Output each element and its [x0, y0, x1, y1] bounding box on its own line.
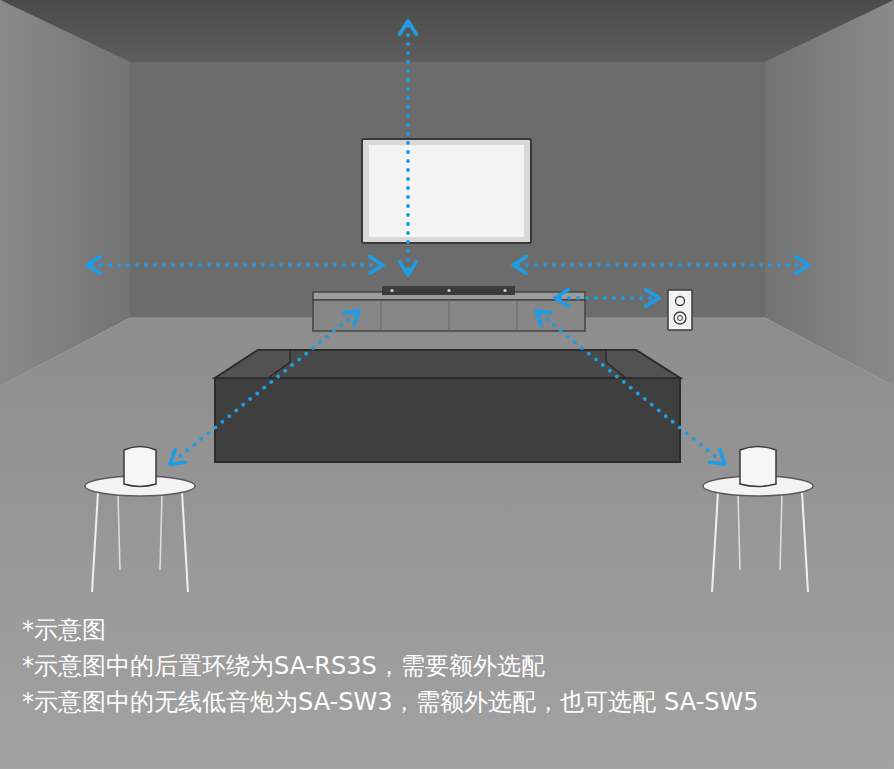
footnote: *示意图中的后置环绕为SA-RS3S，需要额外选配 — [22, 648, 872, 684]
left-rear-speaker — [85, 447, 195, 593]
sound-arrows — [92, 26, 804, 461]
tv-screen — [369, 145, 524, 237]
tv-frame — [362, 139, 531, 243]
ceiling — [0, 0, 894, 62]
notes: *示意图*示意图中的后置环绕为SA-RS3S，需要额外选配*示意图中的无线低音炮… — [22, 612, 872, 720]
right-rear-speaker — [703, 447, 813, 593]
sofa — [215, 350, 680, 462]
footnote: *示意图中的无线低音炮为SA-SW3，需额外选配，也可选配 SA-SW5 — [22, 684, 872, 720]
footnote: *示意图 — [22, 612, 872, 648]
soundbar-panel — [382, 286, 515, 295]
subwoofer — [668, 290, 692, 330]
back-wall — [130, 62, 765, 318]
